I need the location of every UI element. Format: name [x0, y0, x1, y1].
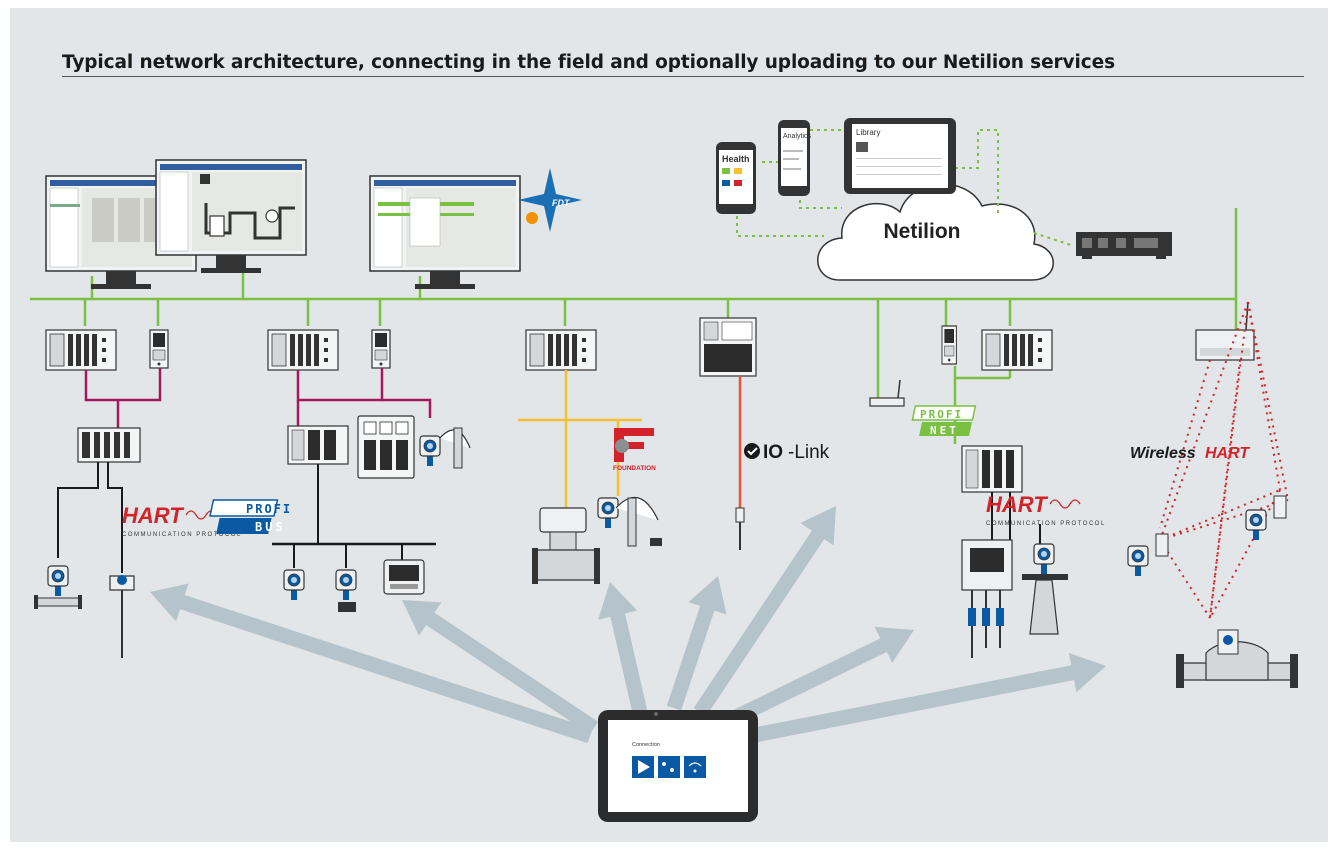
wirelesshart-segment [1127, 301, 1298, 688]
hart-logo-left-name: HART [122, 503, 184, 528]
foundation-label: FOUNDATION [613, 465, 656, 472]
profibus-line2: BUS [255, 520, 286, 534]
tablet-library: Library [844, 118, 956, 194]
profibus-logo: PROFI BUS [209, 499, 292, 534]
hart-logo-left-sub: COMMUNICATION PROTOCOL [122, 532, 242, 538]
hart-logo-right: HART COMMUNICATION PROTOCOL [986, 492, 1106, 527]
wirelesshart-logo: Wireless HART [1130, 445, 1250, 462]
network-diagram: FDT Netilion Health Analytics [30, 118, 1298, 822]
profinet-line2: NET [930, 424, 959, 437]
tablet-library-title: Library [856, 128, 880, 137]
phone-analytics-title: Analytics [783, 133, 812, 140]
profinet-segment [941, 325, 1068, 658]
fdt-logo: FDT [518, 168, 582, 232]
profinet-line1: PROFI [920, 408, 963, 421]
profibus-segment [267, 329, 471, 612]
netilion-label: Netilion [884, 220, 961, 243]
profinet-logo: PROFI NET [911, 405, 977, 437]
hart-logo-left: HART COMMUNICATION PROTOCOL [122, 503, 242, 538]
iolink-prefix: IO [763, 442, 783, 463]
hart-logo-right-sub: COMMUNICATION PROTOCOL [986, 521, 1106, 527]
diagram-canvas: Typical network architecture, connecting… [10, 8, 1328, 842]
phone-health-title: Health [722, 154, 750, 164]
connection-arrows [179, 527, 1078, 744]
workstation-monitor-plant-view [155, 159, 307, 274]
phone-health: Health [716, 142, 756, 214]
phone-analytics: Analytics [778, 120, 812, 196]
field-tablet: Connection [598, 710, 758, 822]
title-divider [62, 76, 1304, 77]
workstation-monitor-fdt [369, 175, 521, 290]
wirelesshart-prefix: Wireless [1130, 445, 1196, 462]
profibus-line1: PROFI [246, 502, 292, 516]
field-tablet-title: Connection [632, 742, 660, 748]
wifi-router [869, 379, 905, 407]
foundation-logo: FOUNDATION [613, 428, 656, 472]
iolink-suffix: -Link [788, 442, 830, 463]
mobile-connections [736, 129, 1075, 247]
edge-device [1076, 232, 1172, 259]
ethernet-backbone [30, 208, 1238, 444]
page-title: Typical network architecture, connecting… [62, 52, 1115, 73]
foundation-fieldbus-segment [518, 329, 662, 584]
iolink-segment [699, 317, 757, 550]
iolink-logo: IO -Link [744, 442, 830, 463]
netilion-cloud: Netilion [817, 183, 1054, 281]
fdt-label: FDT [552, 198, 571, 208]
wirelesshart-suffix: HART [1205, 445, 1250, 462]
hart-logo-right-name: HART [986, 492, 1048, 517]
hart-segment [33, 329, 169, 658]
